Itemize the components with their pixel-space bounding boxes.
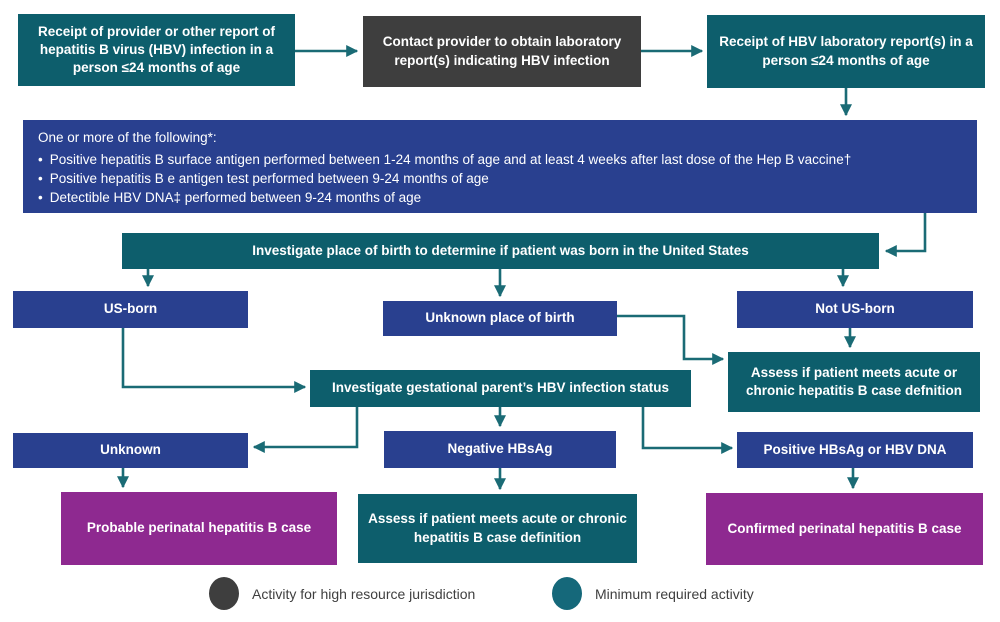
node-label: Not US-born	[815, 301, 895, 317]
node-label: US-born	[103, 301, 158, 317]
node-assess-case-definition-right: Assess if patient meets acute or chronic…	[728, 352, 980, 412]
node-label: Unknown	[100, 442, 161, 458]
high-resource-swatch-icon	[209, 577, 239, 610]
node-not-us-born: Not US-born	[737, 291, 973, 328]
node-contact-provider: Contact provider to obtain laboratory re…	[363, 16, 641, 87]
node-label: Investigate place of birth to determine …	[252, 242, 749, 258]
node-label: Assess if patient meets acute or chronic…	[745, 364, 963, 398]
arrow-usborn-to-parent	[121, 328, 307, 393]
node-label: Receipt of provider or other report of h…	[37, 23, 276, 76]
node-lab-criteria: One or more of the following*: Positive …	[23, 120, 977, 213]
legend-minimum-required: Minimum required activity	[552, 577, 754, 610]
node-label: Unknown place of birth	[425, 310, 575, 326]
node-investigate-gestational-parent: Investigate gestational parent’s HBV inf…	[310, 370, 691, 407]
node-label: Investigate gestational parent’s HBV inf…	[331, 380, 670, 396]
arrow-criteria-to-birth	[884, 213, 927, 257]
node-assess-case-definition-bottom: Assess if patient meets acute or chronic…	[358, 494, 637, 563]
node-receipt-provider-report: Receipt of provider or other report of h…	[18, 14, 295, 86]
node-unknown-place-of-birth: Unknown place of birth	[383, 301, 617, 336]
legend-label: Minimum required activity	[595, 585, 754, 602]
criteria-heading: One or more of the following*:	[38, 130, 217, 145]
criteria-bullet: Detectible HBV DNA‡ performed between 9-…	[38, 188, 851, 207]
arrow-parent-to-positive	[641, 407, 734, 454]
node-label: Assess if patient meets acute or chronic…	[368, 511, 627, 545]
node-probable-case: Probable perinatal hepatitis B case	[61, 492, 337, 565]
node-negative-hbsag: Negative HBsAg	[384, 431, 616, 468]
criteria-bullet: Positive hepatitis B surface antigen per…	[38, 150, 851, 169]
criteria-list: Positive hepatitis B surface antigen per…	[38, 150, 851, 207]
node-label: Negative HBsAg	[447, 441, 553, 457]
node-label: Probable perinatal hepatitis B case	[86, 520, 312, 536]
node-receipt-lab-report: Receipt of HBV laboratory report(s) in a…	[707, 15, 985, 88]
legend-label: Activity for high resource jurisdiction	[252, 585, 476, 602]
criteria-bullet: Positive hepatitis B e antigen test perf…	[38, 169, 851, 188]
node-label: Positive HBsAg or HBV DNA	[763, 441, 947, 457]
node-confirmed-case: Confirmed perinatal hepatitis B case	[706, 493, 983, 565]
arrow-parent-to-unknown	[252, 407, 359, 453]
legend-high-resource: Activity for high resource jurisdiction	[209, 577, 475, 610]
criteria-content: One or more of the following*: Positive …	[38, 129, 851, 207]
node-investigate-birthplace: Investigate place of birth to determine …	[122, 233, 879, 269]
node-label: Contact provider to obtain laboratory re…	[382, 34, 622, 68]
node-label: Confirmed perinatal hepatitis B case	[727, 520, 962, 536]
minimum-required-swatch-icon	[552, 577, 582, 610]
arrow-unknownplace-to-assess	[617, 314, 725, 365]
node-us-born: US-born	[13, 291, 248, 328]
node-label: Receipt of HBV laboratory report(s) in a…	[719, 34, 973, 68]
node-positive-hbsag-or-dna: Positive HBsAg or HBV DNA	[737, 432, 973, 468]
node-unknown-status: Unknown	[13, 433, 248, 468]
